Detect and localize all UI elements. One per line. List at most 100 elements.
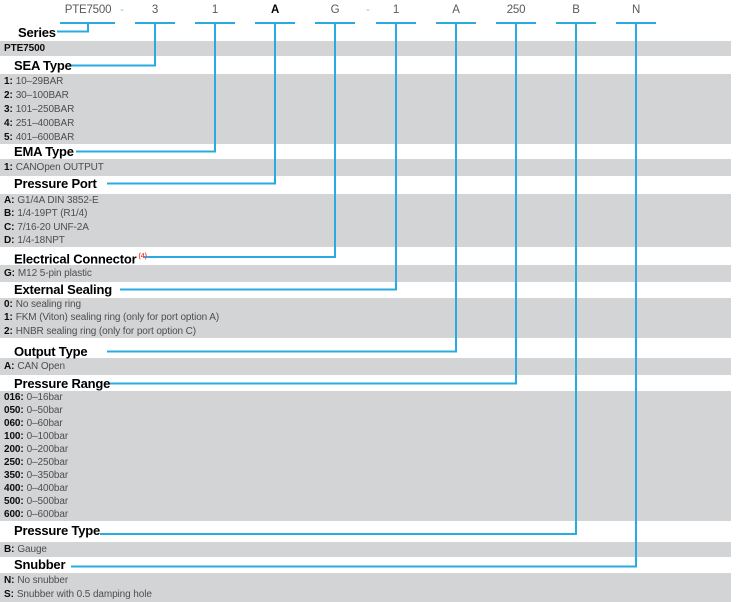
option-row: 1:CANOpen OUTPUT [0,159,731,176]
option-row: S:Snubber with 0.5 damping hole [0,588,731,602]
option-row: PTE7500 [0,41,731,56]
option-code: 4: [4,117,13,129]
section-title: Series [18,25,56,40]
option-label: M12 5-pin plastic [17,268,92,279]
option-code: 060: [4,418,24,429]
option-code: S: [4,589,14,601]
option-code: B: [4,544,15,555]
option-row: 350:0–350bar [0,469,731,482]
option-row: 600:0–600bar [0,508,731,521]
option-row: 0:No sealing ring [0,298,731,311]
section-options-band-output-type: A:CAN Open [0,358,731,375]
option-code: 3: [4,103,13,115]
option-row: A:G1/4A DIN 3852-E [0,194,731,207]
option-code: PTE7500 [4,43,45,54]
option-code: B: [4,208,15,220]
option-label: 0–250bar [26,457,69,468]
option-label: 101–250BAR [15,103,75,115]
option-row: B:1/4-19PT (R1/4) [0,207,731,220]
option-code: C: [4,221,15,233]
option-row: 100:0–100bar [0,430,731,443]
section-title: Electrical Connector [14,251,137,267]
option-row: 2:HNBR sealing ring (only for port optio… [0,325,731,338]
option-code: 200: [4,444,24,455]
code-segment: 250 [506,4,526,16]
option-row: G:M12 5-pin plastic [0,265,731,282]
section-title: Pressure Type [14,523,101,538]
option-label: 0–200bar [26,444,69,455]
section-connector-line [120,24,397,291]
section-title: EMA Type [14,144,74,159]
section-header-pressure-type: Pressure Type [14,524,100,537]
option-code: 2: [4,89,13,101]
option-code: 350: [4,470,24,481]
option-row: 200:0–200bar [0,443,731,456]
option-row: A:CAN Open [0,358,731,375]
option-code: 0: [4,299,13,311]
option-code: 1: [4,75,13,87]
option-row: 500:0–500bar [0,495,731,508]
code-segment: G [330,4,340,16]
option-code: 100: [4,431,24,442]
option-row: N:No snubber [0,573,731,588]
option-label: HNBR sealing ring (only for port option … [15,325,197,337]
section-header-pressure-port: Pressure Port [14,177,97,190]
option-label: Gauge [17,544,47,555]
option-code: 5: [4,131,13,143]
section-header-series: Series [18,26,56,39]
option-label: No sealing ring [15,299,81,311]
option-row: D:1/4-18NPT [0,234,731,247]
section-options-band-ema-type: 1:CANOpen OUTPUT [0,159,731,176]
option-row: B:Gauge [0,542,731,557]
option-label: 1/4-19PT (R1/4) [17,208,88,220]
option-label: 0–16bar [26,392,63,403]
section-title: Snubber [14,557,66,572]
section-title: Pressure Port [14,176,97,191]
section-connector-line [57,24,89,33]
option-code: N: [4,574,15,586]
option-code: 1: [4,162,13,173]
section-options-band-pressure-type: B:Gauge [0,542,731,557]
option-row: 050:0–50bar [0,404,731,417]
option-row: 250:0–250bar [0,456,731,469]
code-segment: A [270,4,280,16]
section-header-ema-type: EMA Type [14,145,74,158]
option-code: 250: [4,457,24,468]
option-row: 400:0–400bar [0,482,731,495]
option-code: D: [4,234,15,246]
option-row: 5:401–600BAR [0,130,731,144]
option-label: CANOpen OUTPUT [15,162,104,173]
option-label: 1/4-18NPT [17,234,65,246]
option-row: 016:0–16bar [0,391,731,404]
code-segment: 1 [392,4,400,16]
option-label: No snubber [17,574,69,586]
option-code: A: [4,195,15,207]
option-label: 30–100BAR [15,89,69,101]
section-title: SEA Type [14,58,72,73]
option-label: 7/16-20 UNF-2A [17,221,89,233]
code-segment: A [452,4,460,16]
option-code: 050: [4,405,24,416]
option-label: Snubber with 0.5 damping hole [16,589,152,601]
option-code: 400: [4,483,24,494]
section-options-band-electrical-connector: G:M12 5-pin plastic [0,265,731,282]
option-row: 060:0–60bar [0,417,731,430]
option-row: 4:251–400BAR [0,116,731,130]
option-row: 1:FKM (Viton) sealing ring (only for por… [0,311,731,324]
code-segment: B [572,4,580,16]
option-label: 0–60bar [26,418,63,429]
option-code: 500: [4,496,24,507]
section-header-pressure-range: Pressure Range [14,377,110,390]
option-label: 0–350bar [26,470,69,481]
option-label: 0–100bar [26,431,69,442]
option-label: 0–500bar [26,496,69,507]
option-label: CAN Open [17,361,65,372]
option-label: 0–600bar [26,509,69,520]
option-label: FKM (Viton) sealing ring (only for port … [15,312,220,324]
option-label: 0–400bar [26,483,69,494]
section-header-snubber: Snubber [14,557,66,572]
